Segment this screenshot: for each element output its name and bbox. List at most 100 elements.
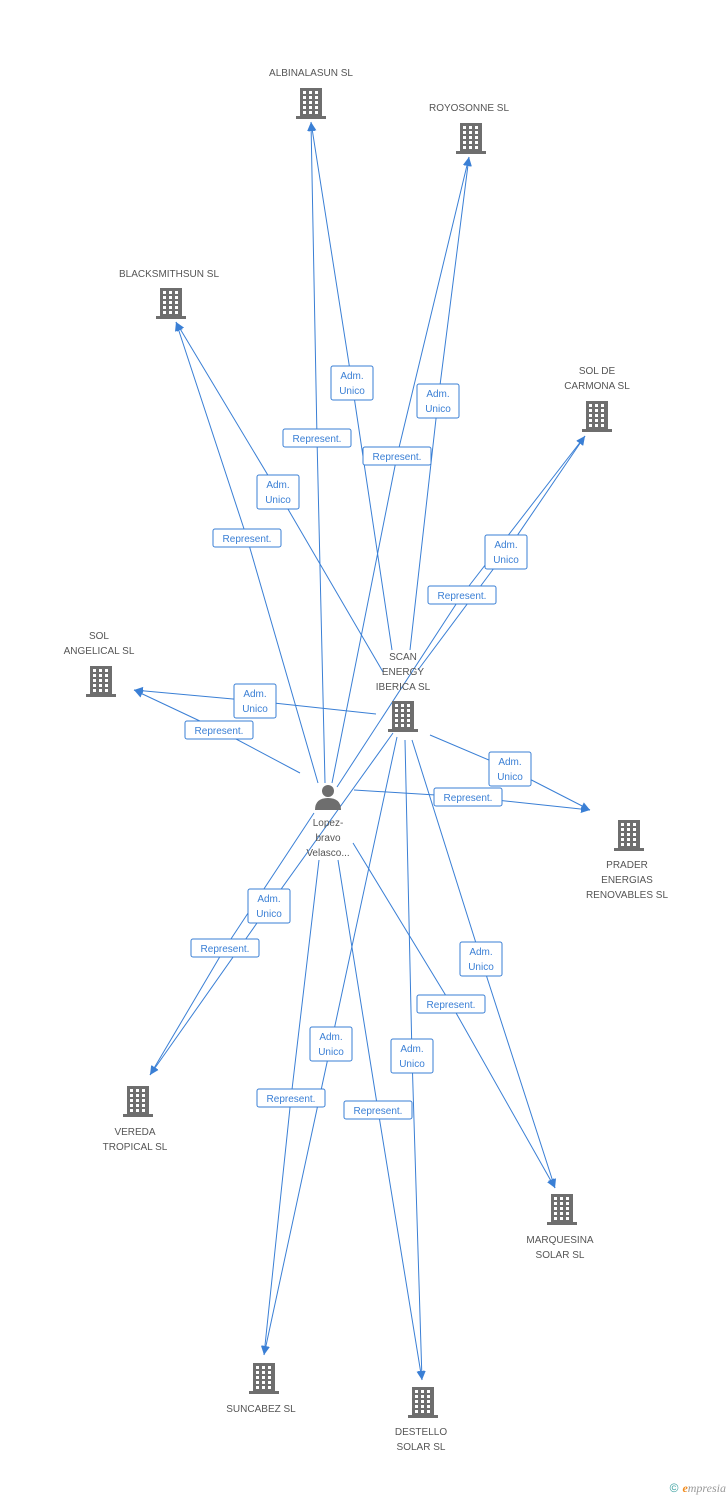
edge-label-box xyxy=(190,938,260,958)
edge-label-text: Adm. xyxy=(498,757,521,768)
edge-label-box xyxy=(330,365,374,401)
edge-label-text: Represent. xyxy=(223,534,272,545)
edge-label-text: Unico xyxy=(256,909,282,920)
edge-label-box xyxy=(247,888,291,924)
company-node-royosonne[interactable]: ROYOSONNE SL xyxy=(429,103,509,154)
edge-label-box xyxy=(433,787,503,807)
edge-label-text: Adm. xyxy=(266,480,289,491)
edge-label-person-to-albinalasun: Represent. xyxy=(282,428,352,448)
edge-label-box xyxy=(256,474,300,510)
edge-label-scan-to-suncabez: Adm.Unico xyxy=(309,1026,353,1062)
edge-label-text: Unico xyxy=(265,495,291,506)
edge-label-text: Unico xyxy=(425,404,451,415)
edge-label-person-to-destello: Represent. xyxy=(343,1100,413,1120)
edge-label-scan-to-destello: Adm.Unico xyxy=(390,1038,434,1074)
edge-label-scan-to-marquesina: Adm. Unico xyxy=(459,941,503,977)
company-label: ALBINALASUN SL xyxy=(269,68,353,79)
edge-label-scan-to-vereda: Adm. Unico xyxy=(247,888,291,924)
edge-label-scan-to-royosonne: Adm. Unico xyxy=(416,383,460,419)
edge-label-text: Represent. xyxy=(195,726,244,737)
edge-label-text: Adm. xyxy=(494,540,517,551)
edge-label-person-to-blacksmithsun: Represent. xyxy=(212,528,282,548)
edge-label-text: Represent. xyxy=(373,452,422,463)
nodes-layer: ALBINALASUN SL ROYOSONNE SL BLACKSMITHSUN … xyxy=(64,68,669,1453)
company-node-suncabez[interactable]: SUNCABEZ SL xyxy=(226,1363,296,1415)
edge-label-text: Represent. xyxy=(444,793,493,804)
edge-person-to-albinalasun xyxy=(307,121,326,784)
building-icon xyxy=(582,401,612,432)
edge-label-text: Adm. xyxy=(426,389,449,400)
company-node-blacksmithsun[interactable]: BLACKSMITHSUN SL xyxy=(119,269,219,319)
edge-label-text: Unico xyxy=(468,962,494,973)
building-icon xyxy=(123,1086,153,1117)
person-icon xyxy=(315,785,341,810)
edge-label-person-to-royosonne: Represent. xyxy=(362,446,432,466)
building-icon xyxy=(296,88,326,119)
edge-labels-layer: Represent.Adm.UnicoRepresent.Adm.UnicoRe… xyxy=(184,365,532,1120)
edge-label-text: Represent. xyxy=(293,434,342,445)
edge-label-box xyxy=(459,941,503,977)
edge-label-box xyxy=(416,383,460,419)
building-icon xyxy=(547,1194,577,1225)
edge-label-box xyxy=(282,428,352,448)
edge-label-text: Represent. xyxy=(438,591,487,602)
edge-label-scan-to-solangelical: Adm.Unico xyxy=(233,683,277,719)
edge-label-scan-to-soldecarmona: Adm. Unico xyxy=(484,534,528,570)
building-icon xyxy=(408,1387,438,1418)
edge-label-text: Unico xyxy=(493,555,519,566)
edge-label-text: Represent. xyxy=(354,1106,403,1117)
edge-label-scan-to-prader: Adm. Unico xyxy=(488,751,532,787)
edge-label-person-to-suncabez: Represent. xyxy=(256,1088,326,1108)
edge-label-text: Unico xyxy=(497,772,523,783)
edge-label-box xyxy=(233,683,277,719)
edge-label-text: Adm. xyxy=(340,371,363,382)
edge-label-text: Adm. xyxy=(257,894,280,905)
edge-label-text: Adm. xyxy=(319,1032,342,1043)
edge-label-text: Adm. xyxy=(469,947,492,958)
edge-label-box xyxy=(427,585,497,605)
edge-label-text: Represent. xyxy=(267,1094,316,1105)
edge-label-box xyxy=(362,446,432,466)
edge-label-box xyxy=(416,994,486,1014)
edge-label-box xyxy=(212,528,282,548)
edge-label-box xyxy=(256,1088,326,1108)
edge-label-box xyxy=(390,1038,434,1074)
edges-layer xyxy=(133,121,591,1381)
building-icon xyxy=(249,1363,279,1394)
company-label: ROYOSONNE SL xyxy=(429,103,509,114)
brand-footer: ©empresia xyxy=(670,1481,726,1496)
copyright-icon: © xyxy=(669,1481,679,1495)
edge-label-person-to-vereda: Represent. xyxy=(190,938,260,958)
edge-label-scan-to-blacksmithsun: Adm. Unico xyxy=(256,474,300,510)
edge-label-person-to-prader: Represent. xyxy=(433,787,503,807)
building-icon xyxy=(456,123,486,154)
edge-label-scan-to-albinalasun: Adm.Unico xyxy=(330,365,374,401)
edge-label-text: Adm. xyxy=(400,1044,423,1055)
building-icon xyxy=(388,701,418,732)
company-node-albinalasun[interactable]: ALBINALASUN SL xyxy=(269,68,353,119)
brand-logo-initial: e xyxy=(682,1481,688,1495)
edge-label-box xyxy=(484,534,528,570)
edge-label-box xyxy=(488,751,532,787)
edge-label-person-to-soldecarmona: Represent. xyxy=(427,585,497,605)
edge-person-to-marquesina xyxy=(352,842,556,1189)
company-label: SUNCABEZ SL xyxy=(226,1404,296,1415)
edge-label-text: Represent. xyxy=(201,944,250,955)
edge-label-box xyxy=(309,1026,353,1062)
